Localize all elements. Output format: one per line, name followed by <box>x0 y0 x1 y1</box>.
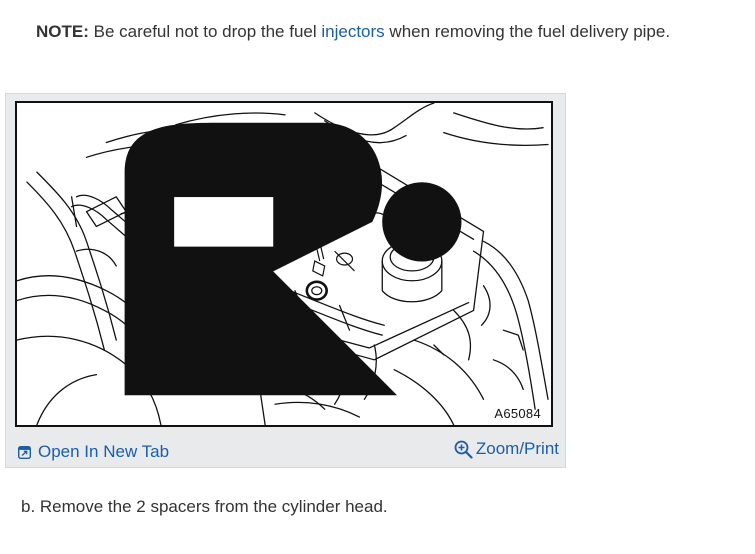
open-in-new-tab-label: Open In New Tab <box>38 442 170 461</box>
figure-container: A65084 Open In New Tab Zoom/Print <box>5 93 566 468</box>
zoom-print-label: Zoom/Print <box>475 439 559 458</box>
manufacturer-logo-icon <box>124 122 462 396</box>
note-label: NOTE: <box>36 22 89 41</box>
zoom-in-icon <box>454 440 473 459</box>
injectors-link[interactable]: injectors <box>321 22 385 41</box>
step-text: b. Remove the 2 spacers from the cylinde… <box>21 497 388 516</box>
engine-illustration[interactable]: A65084 <box>15 101 553 427</box>
zoom-print-link[interactable]: Zoom/Print <box>454 439 559 459</box>
open-external-icon <box>18 445 31 459</box>
note-text-after: when removing the fuel delivery pipe. <box>384 22 671 41</box>
note-paragraph: NOTE: Be careful not to drop the fuel in… <box>36 21 670 43</box>
open-in-new-tab-link[interactable]: Open In New Tab <box>18 442 169 462</box>
figure-code: A65084 <box>494 406 541 421</box>
note-text-before: Be careful not to drop the fuel <box>88 22 322 41</box>
figure-caption-bar: Open In New Tab Zoom/Print <box>6 434 565 467</box>
